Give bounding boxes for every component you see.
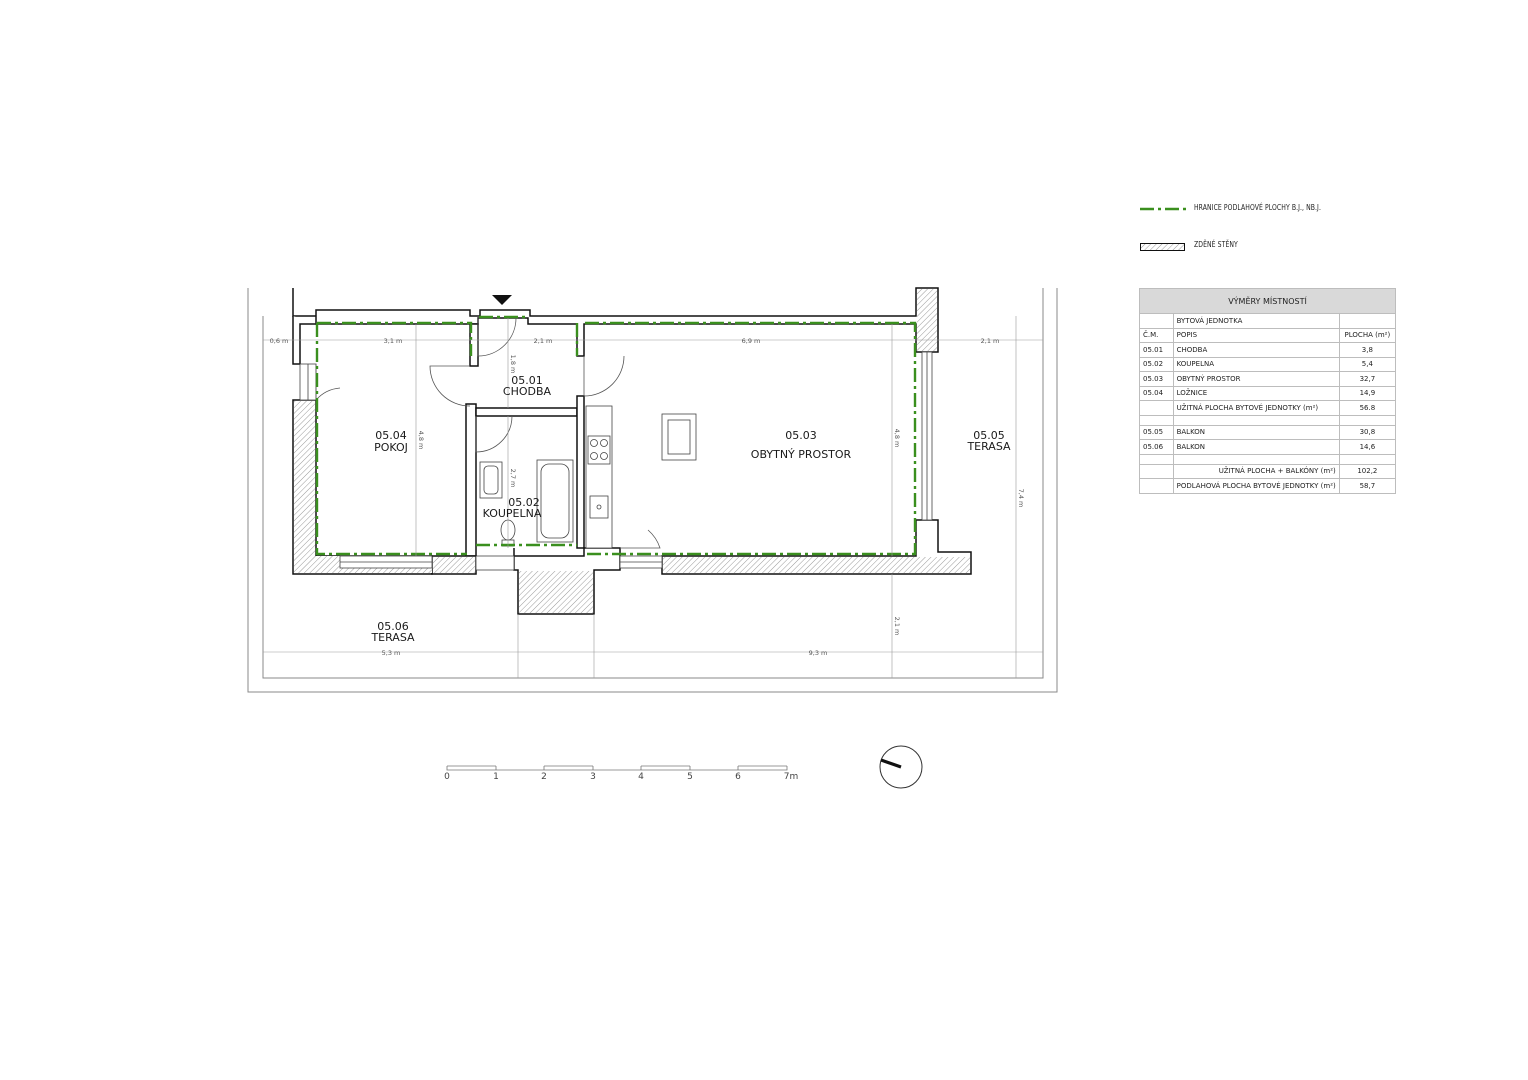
table-row: 05.05 BALKON 30,8 bbox=[1139, 424, 1397, 440]
room-name-chodba: CHODBA bbox=[503, 385, 552, 398]
room-name-terasa-bottom: TERASA bbox=[370, 631, 415, 644]
room-area-table: VÝMĚRY MÍSTNOSTÍ BYTOVÁ JEDNOTKA Č.M. PO… bbox=[1139, 288, 1397, 494]
total-usable-label: UŽITNÁ PLOCHA + BALKÓNY (m²) bbox=[1172, 463, 1340, 479]
floor-area-label: PODLAHOVÁ PLOCHA BYTOVÉ JEDNOTKY (m²) bbox=[1172, 478, 1340, 494]
dimension-lines bbox=[263, 316, 1043, 678]
dim-4-8-right: 4,8 m bbox=[893, 429, 901, 448]
table-row: 05.02 KOUPELNA 5,4 bbox=[1139, 356, 1397, 372]
scale-label-5: 5 bbox=[687, 772, 693, 782]
table-total-usable-row: UŽITNÁ PLOCHA + BALKÓNY (m²) 102,2 bbox=[1139, 463, 1397, 479]
floor-area-value: 58,7 bbox=[1338, 478, 1397, 494]
table-floor-area-row: PODLAHOVÁ PLOCHA BYTOVÉ JEDNOTKY (m²) 58… bbox=[1139, 478, 1397, 494]
room-number-koupelna: 05.02 bbox=[508, 496, 540, 509]
dim-2-1-top: 2,1 m bbox=[534, 337, 553, 345]
table-row: 05.06 BALKON 14,6 bbox=[1139, 439, 1397, 455]
hatched-wall-icon bbox=[1140, 243, 1185, 251]
dim-2-1-vert: 2,1 m bbox=[893, 617, 901, 636]
table-header-row: Č.M. POPIS PLOCHA (m²) bbox=[1139, 327, 1397, 343]
table-section: BYTOVÁ JEDNOTKA bbox=[1172, 313, 1340, 329]
dim-2-7: 2,7 m bbox=[509, 469, 517, 488]
table-title-row: VÝMĚRY MÍSTNOSTÍ bbox=[1139, 288, 1396, 314]
table-spacer-row bbox=[1139, 414, 1397, 426]
room-name-pokoj: POKOJ bbox=[374, 441, 408, 454]
legend-boundary-label: HRANICE PODLAHOVÉ PLOCHY B.J., NB.J. bbox=[1194, 203, 1321, 212]
floor-boundary bbox=[315, 315, 917, 556]
scale-label-7m: 7m bbox=[784, 772, 799, 782]
scale-label-0: 0 bbox=[444, 772, 450, 782]
room-number-obytny-prostor: 05.03 bbox=[785, 429, 817, 442]
room-name-obytny-prostor: OBYTNÝ PROSTOR bbox=[751, 448, 852, 461]
dim-4-8-left: 4,8 m bbox=[417, 431, 425, 450]
dim-5-3: 5,3 m bbox=[382, 649, 401, 657]
scale-label-6: 6 bbox=[735, 772, 741, 782]
table-row: 05.03 OBYTNÝ PROSTOR 32,7 bbox=[1139, 371, 1397, 387]
dash-dot-line-icon bbox=[1140, 207, 1188, 211]
room-number-terasa-bottom: 05.06 bbox=[377, 620, 409, 633]
terrace-outline bbox=[247, 288, 1058, 693]
fixtures bbox=[479, 405, 697, 549]
room-number-pokoj: 05.04 bbox=[375, 429, 407, 442]
header-num: Č.M. bbox=[1139, 327, 1174, 343]
windows bbox=[299, 351, 933, 571]
dim-3-1: 3,1 m bbox=[384, 337, 403, 345]
scale-label-1: 1 bbox=[493, 772, 499, 782]
table-spacer-row bbox=[1139, 453, 1397, 465]
scale-label-4: 4 bbox=[638, 772, 644, 782]
scale-bar bbox=[446, 765, 788, 771]
dim-7-4: 7,4 m bbox=[1017, 489, 1025, 508]
header-desc: POPIS bbox=[1172, 327, 1340, 343]
table-row: 05.04 LOŽNICE 14,9 bbox=[1139, 385, 1397, 401]
north-arrow-icon bbox=[879, 745, 923, 789]
room-number-chodba: 05.01 bbox=[511, 374, 543, 387]
wall-hatching bbox=[294, 289, 970, 613]
room-number-terasa-right: 05.05 bbox=[973, 429, 1005, 442]
table-row: 05.01 CHODBA 3,8 bbox=[1139, 342, 1397, 358]
dim-6-9: 6,9 m bbox=[742, 337, 761, 345]
room-name-terasa-right: TERASA bbox=[966, 440, 1011, 453]
header-area: PLOCHA (m²) bbox=[1338, 327, 1397, 343]
legend-walls-label: ZDĚNÉ STĚNY bbox=[1194, 240, 1238, 249]
table-title: VÝMĚRY MÍSTNOSTÍ bbox=[1139, 288, 1396, 314]
dim-1-8: 1,8 m bbox=[509, 355, 517, 374]
table-section-row: BYTOVÁ JEDNOTKA bbox=[1139, 313, 1397, 329]
dim-9-3: 9,3 m bbox=[809, 649, 828, 657]
dim-0-6: 0,6 m bbox=[270, 337, 289, 345]
usable-label: UŽITNÁ PLOCHA BYTOVÉ JEDNOTKY (m²) bbox=[1172, 400, 1340, 416]
usable-value: 56.8 bbox=[1338, 400, 1397, 416]
dim-2-1-right: 2,1 m bbox=[981, 337, 1000, 345]
total-usable-value: 102,2 bbox=[1338, 463, 1397, 479]
entrance-arrow-icon bbox=[492, 295, 512, 305]
door-swings bbox=[315, 317, 661, 549]
scale-label-2: 2 bbox=[541, 772, 547, 782]
table-usable-row: UŽITNÁ PLOCHA BYTOVÉ JEDNOTKY (m²) 56.8 bbox=[1139, 400, 1397, 416]
room-name-koupelna: KOUPELNA bbox=[483, 507, 542, 520]
scale-label-3: 3 bbox=[590, 772, 596, 782]
